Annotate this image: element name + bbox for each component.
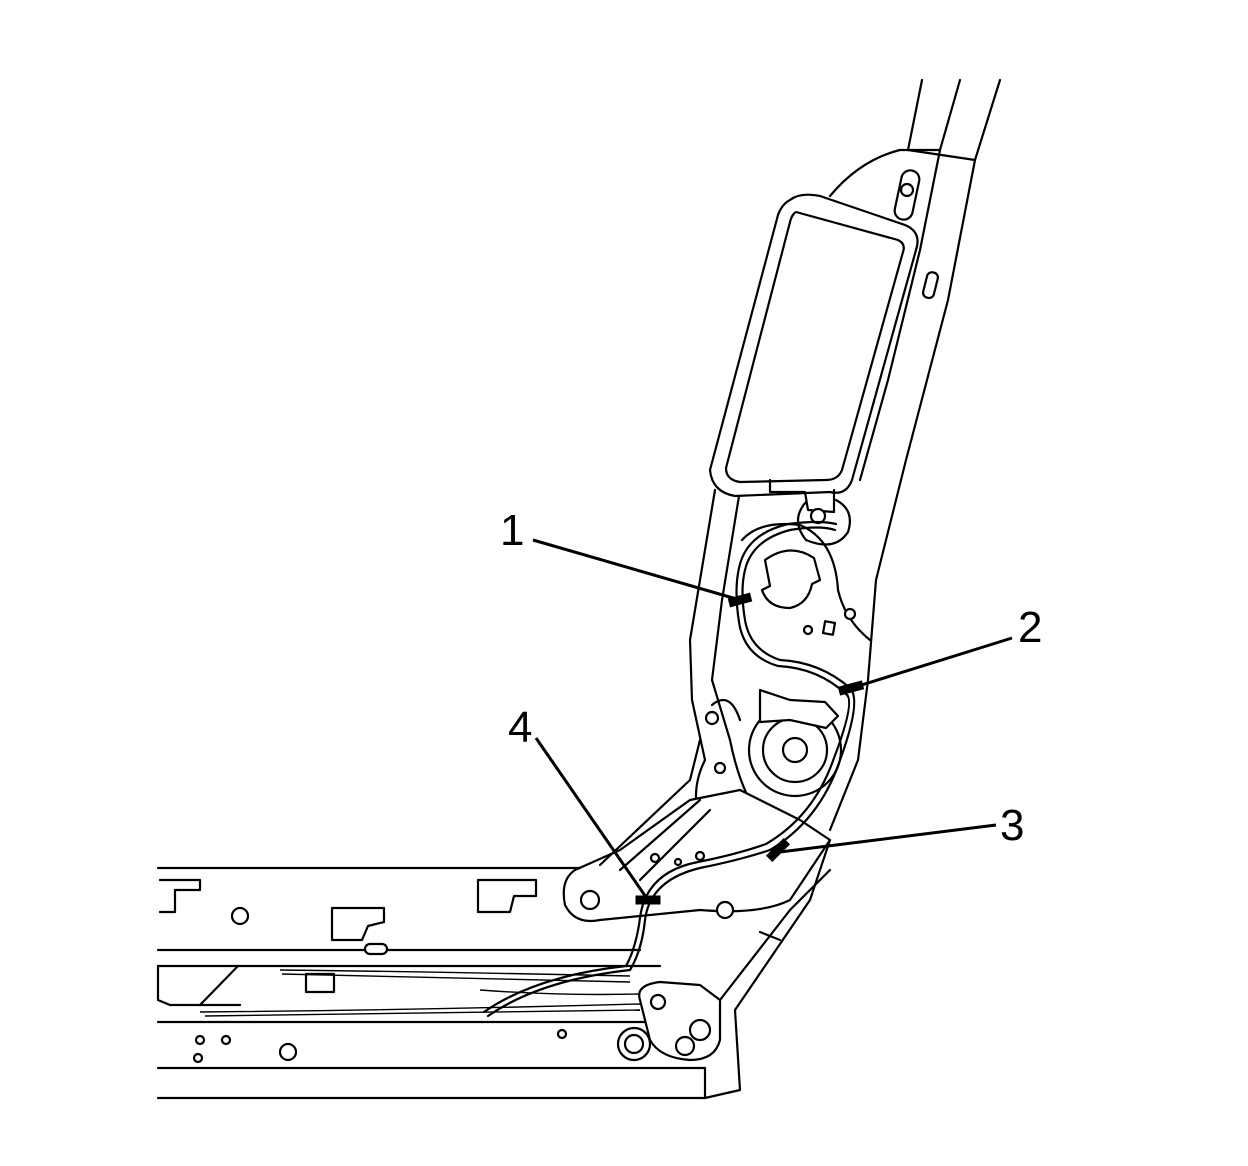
callout-3: 3 [1000,801,1024,850]
airbag-module [708,193,919,546]
callout-2: 2 [1018,603,1042,652]
wiring-harness [482,520,856,1018]
leader-line-1 [532,538,741,602]
leader-line-3 [779,823,997,854]
callout-4: 4 [508,703,532,752]
leader-lines [532,538,1013,901]
cushion-frame [156,838,832,1100]
seatback-frame [688,78,1002,832]
recliner-plate [694,522,872,872]
leader-line-4 [534,737,650,901]
leader-line-2 [851,636,1013,690]
callout-labels: 1 2 3 4 [500,506,1042,850]
clip-2 [837,680,865,696]
pivot-bracket [562,738,832,923]
callout-1: 1 [500,506,524,555]
